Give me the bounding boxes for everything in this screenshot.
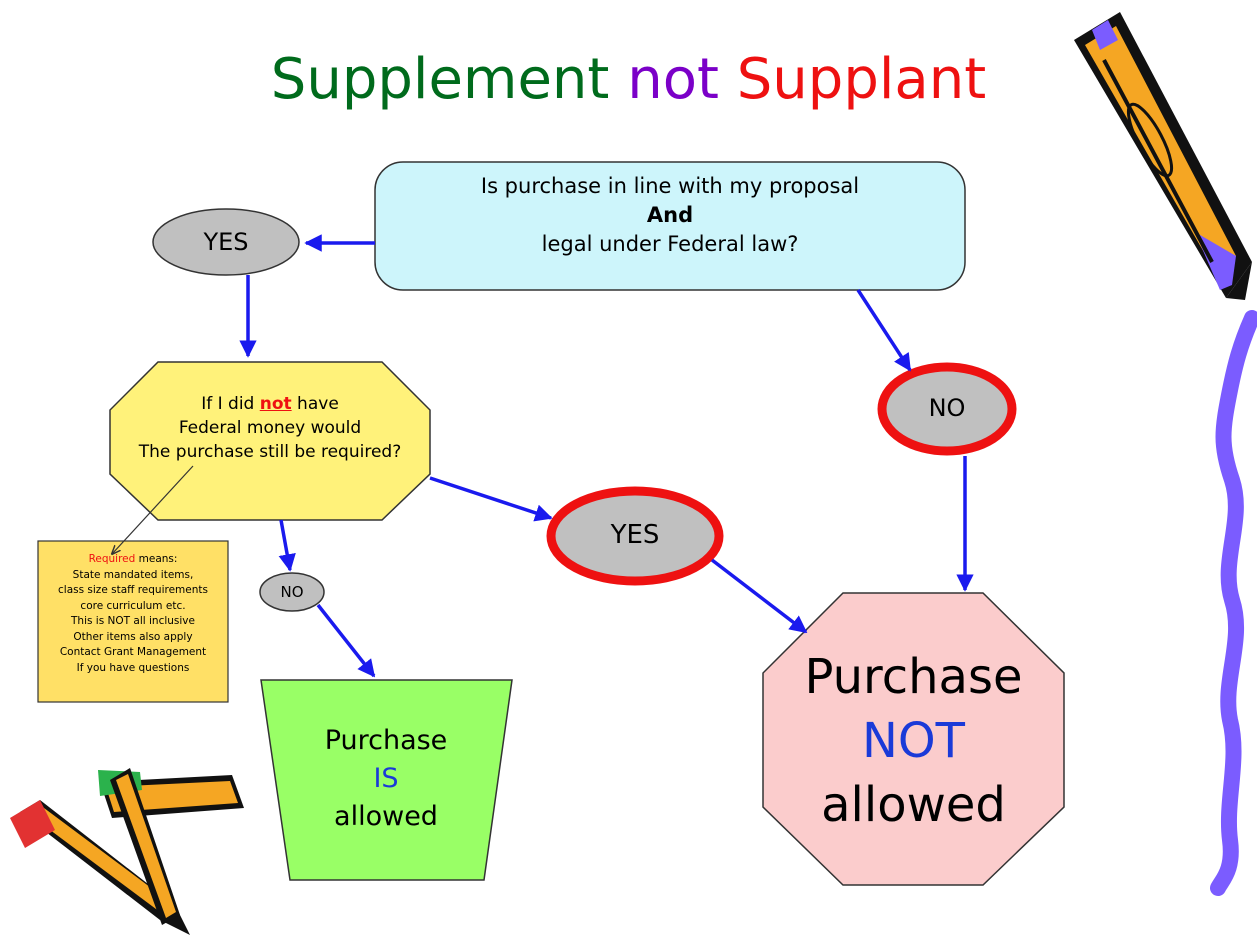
question-line-3: legal under Federal law? [541, 232, 799, 256]
arrow-octagon-to-yes-middle [429, 476, 553, 522]
yes-top-ellipse [152, 208, 300, 276]
no-top-ellipse [877, 362, 1017, 456]
note-line-7: Contact Grant Management [59, 646, 207, 658]
note-line-6: Other items also apply [73, 630, 193, 643]
note-line-4: core curriculum etc. [80, 599, 186, 612]
yes-middle-ellipse [546, 486, 724, 586]
question-line-1: Is purchase in line with my proposal [480, 174, 860, 198]
octagon-line-1-pre: If I did [201, 394, 260, 414]
yes-top-label: YES [203, 228, 249, 256]
allowed-line-2: IS [373, 763, 399, 794]
octagon-question-shape [109, 361, 431, 521]
no-small-label: NO [280, 583, 304, 601]
title-word-supplant: Supplant [736, 47, 987, 112]
arrow-octagon-to-no-small [278, 519, 296, 572]
question-line-2: And [646, 203, 694, 227]
title-word-not: not [627, 47, 719, 112]
octagon-line-1: If I did not have [110, 392, 430, 416]
stop-text: Purchase NOT allowed [763, 645, 1064, 837]
note-line-3: class size staff requirements [58, 584, 208, 596]
octagon-line-3: The purchase still be required? [138, 442, 402, 462]
allowed-line-1: Purchase [324, 725, 448, 756]
title-word-supplement: Supplement [270, 47, 610, 112]
stop-line-3: allowed [821, 777, 1006, 833]
stop-line-1: Purchase [804, 649, 1023, 705]
note-line-2: State mandated items, [72, 568, 194, 581]
octagon-emph-not: not [259, 394, 292, 414]
pointer-octagon-to-note [112, 465, 194, 554]
octagon-line-1-post: have [291, 394, 339, 414]
no-top-label: NO [928, 394, 966, 422]
note-line-8: If you have questions [76, 661, 190, 674]
stop-line-2: NOT [861, 713, 965, 769]
yes-middle-label: YES [610, 520, 660, 550]
stop-octagon [762, 592, 1065, 886]
arrow-no-small-to-allowed [316, 603, 376, 678]
note-box [37, 540, 229, 703]
squiggle-decoration-icon [1210, 310, 1257, 896]
octagon-line-2: Federal money would [178, 418, 362, 438]
pencil-clipart-icon [1074, 12, 1252, 300]
arrow-question-to-no [856, 289, 912, 372]
arrow-yes-middle-to-stop [710, 558, 808, 634]
allowed-line-3: allowed [334, 801, 438, 832]
note-line-1-post: means: [135, 553, 178, 565]
allowed-text: Purchase IS allowed [286, 722, 486, 836]
no-small-ellipse [259, 572, 325, 612]
note-text: Required means: State mandated items, cl… [38, 552, 228, 676]
slide-title: Supplement not Supplant [0, 45, 1257, 115]
octagon-question-text: If I did not have Federal money would Th… [110, 392, 430, 464]
allowed-trapezoid [260, 679, 513, 881]
note-line-5: This is NOT all inclusive [71, 615, 195, 627]
question-box [374, 161, 966, 291]
note-emph-required: Required [88, 553, 136, 565]
note-line-1: Required means: [38, 552, 228, 568]
question-box-text: Is purchase in line with my proposal And… [375, 172, 965, 259]
crayons-clipart-icon [10, 768, 244, 935]
